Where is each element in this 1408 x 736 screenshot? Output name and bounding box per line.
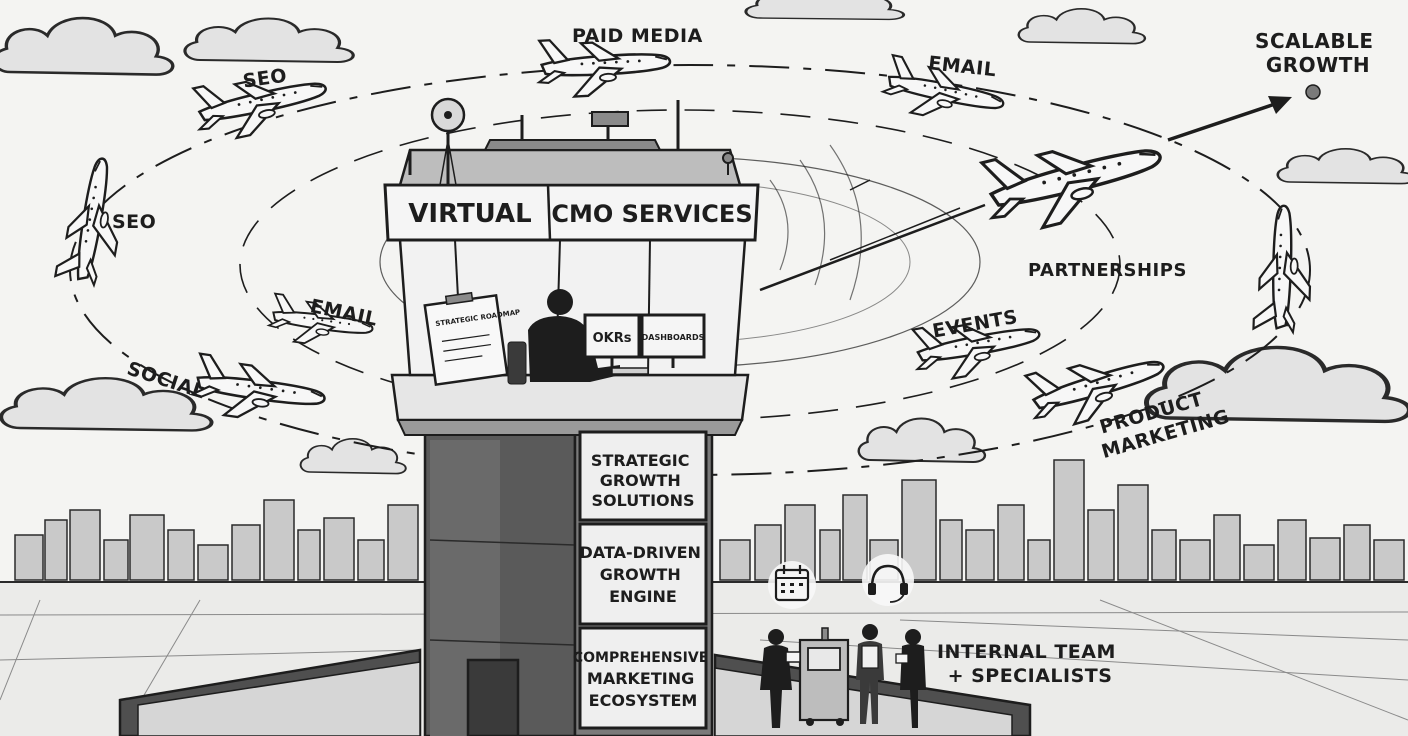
controller-figure [507,289,620,385]
plane-label-seo-left: SEO [112,211,156,233]
dashboards-monitor-text: DASHBOARDS [642,333,705,342]
control-tower: VIRTUAL CMO SERVICES STRATEGIC ROADMAP [383,97,760,736]
svg-text:DATA-DRIVEN GROWTH: DATA-DRIVEN GROWTH ENGINE [580,543,707,606]
headset-icon [862,554,914,606]
team-line-1: INTERNAL TEAM [937,641,1116,663]
speed-lines [759,179,986,292]
team-member-3 [895,629,926,728]
tower-sign-right: CMO SERVICES [551,200,752,228]
city-skyline-right [719,459,1405,581]
calendar-icon [768,561,816,609]
team-member-2 [856,624,884,724]
panel-2-line-2: GROWTH [600,565,681,584]
plane-label-paid-media: PAID MEDIA [572,25,703,47]
team-member-1 [760,629,801,728]
scalable-growth-label: SCALABLE GROWTH [1255,29,1381,77]
goal-line-2: GROWTH [1266,53,1370,77]
plane-label-partnerships: PARTNERSHIPS [1028,260,1187,281]
panel-2-line-3: ENGINE [609,587,677,606]
antenna-dish-icon [430,97,466,186]
panel-1-line-3: SOLUTIONS [591,491,694,510]
strategic-roadmap-clipboard: STRATEGIC ROADMAP [423,291,521,387]
panel-3-line-3: ECOSYSTEM [589,691,698,710]
tower-sign-left: VIRTUAL [408,199,531,229]
panel-2-line-1: DATA-DRIVEN [580,543,701,562]
console-machine [798,627,850,726]
dashboards-monitor: DASHBOARDS [640,313,706,368]
tower-door [466,658,520,736]
city-skyline-left [14,499,419,581]
team-group [760,554,926,728]
arrow-icon [1167,84,1321,142]
goal-line-1: SCALABLE [1255,29,1373,53]
airplanes: PAID MEDIA SEO EMAIL SEO EMAIL SOCIAL EV… [53,25,1314,463]
okrs-monitor: OKRs [583,313,641,368]
team-line-2: + SPECIALISTS [948,665,1113,687]
camera-icon [591,111,629,140]
okrs-monitor-text: OKRs [593,331,632,346]
data-driven-panel: DATA-DRIVEN GROWTH ENGINE [578,522,708,626]
panel-3-line-2: MARKETING [587,669,694,688]
growth-target-dot [1305,84,1321,100]
svg-text:COMPREHENSIVE MARKETIN: COMPREHENSIVE MARKETING ECOSYSTEM [573,650,713,710]
ecosystem-panel: COMPREHENSIVE MARKETING ECOSYSTEM [573,626,713,730]
team-label: INTERNAL TEAM + SPECIALISTS [937,641,1123,687]
svg-text:STRATEGIC GROWTH: STRATEGIC GROWTH SOLUTIONS [591,451,695,510]
panel-1-line-1: STRATEGIC [591,451,690,470]
panel-1-line-2: GROWTH [600,471,681,490]
strategic-growth-panel: STRATEGIC GROWTH SOLUTIONS [578,430,708,522]
panel-3-line-1: COMPREHENSIVE [573,650,708,666]
